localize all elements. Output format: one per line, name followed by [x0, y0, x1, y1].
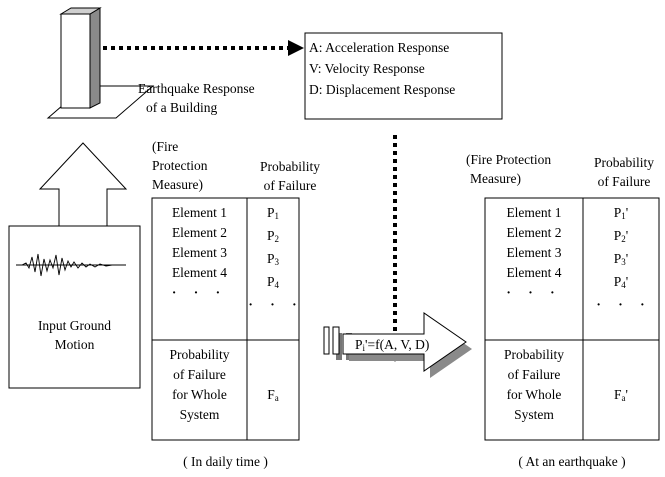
left-heading-measure-line3: Measure): [152, 177, 203, 192]
left-system-label: Probability of Failure for Whole System: [152, 345, 247, 425]
left-table: [151, 197, 300, 441]
left-heading-measure-line1: (Fire: [152, 139, 179, 154]
right-heading-measure-line1: (Fire Protection: [466, 152, 552, 167]
right-caption: ( At an earthquake ): [518, 454, 626, 469]
left-element-4: Element 4: [171, 265, 228, 280]
left-element-3: Element 3: [171, 245, 228, 260]
velocity-response: V: Velocity Response: [309, 61, 425, 76]
left-elements: Element 1 Element 2 Element 3 Element 4 …: [152, 203, 247, 303]
left-system-line2: of Failure: [173, 367, 226, 382]
right-element-2: Element 2: [506, 225, 562, 240]
left-system-line1: Probability: [169, 347, 230, 362]
acceleration-response: A: Acceleration Response: [309, 40, 450, 55]
left-system-value: Fa: [267, 387, 279, 403]
right-elements: Element 1 Element 2 Element 3 Element 4 …: [485, 203, 583, 303]
right-system-line4: System: [514, 407, 554, 422]
left-system-line4: System: [179, 407, 220, 422]
right-prob-4: P4': [613, 274, 629, 290]
right-heading-prob-line2: of Failure: [597, 174, 651, 189]
building-caption-line2: of a Building: [146, 100, 218, 115]
left-probs: P1 P2 P3 P4 · · ·: [247, 203, 299, 315]
building-caption: Earthquake Response of a Building: [138, 79, 255, 117]
left-heading-measure: (Fire Protection Measure): [152, 137, 208, 194]
right-heading-prob: Probability of Failure: [584, 153, 664, 191]
left-probs-ellipsis: · · ·: [248, 297, 304, 312]
left-element-1: Element 1: [171, 205, 228, 220]
right-heading-measure: (Fire Protection Measure): [466, 150, 551, 188]
response-box: [304, 32, 503, 120]
building-front: [60, 13, 91, 109]
arrow-bar-2: [332, 326, 340, 355]
ground-motion-line2: Motion: [54, 337, 95, 352]
left-elements-ellipsis: · · ·: [171, 285, 228, 300]
right-system-line2: of Failure: [507, 367, 561, 382]
right-probs-ellipsis: · · ·: [596, 297, 652, 312]
right-probs: P1' P2' P3' P4' · · ·: [583, 203, 659, 315]
ground-motion-label: Input Ground Motion: [9, 316, 140, 354]
left-heading-prob-line2: of Failure: [263, 178, 317, 193]
building-side: [89, 7, 101, 109]
ground-motion-line1: Input Ground: [37, 318, 112, 333]
arrowhead-right-icon: [288, 40, 304, 56]
left-heading-measure-line2: Protection: [152, 158, 208, 173]
arrow-formula: Pi'=f(A, V, D): [355, 337, 430, 353]
response-list: A: Acceleration Response V: Velocity Res…: [309, 37, 455, 100]
left-heading-prob-line1: Probability: [260, 159, 320, 174]
up-arrow-icon: [38, 142, 128, 227]
left-element-2: Element 2: [171, 225, 228, 240]
left-heading-prob: Probability of Failure: [248, 157, 332, 195]
arrow-bar-1: [323, 326, 330, 355]
displacement-response: D: Displacement Response: [309, 82, 456, 97]
ground-motion-box: [8, 225, 141, 389]
right-element-3: Element 3: [506, 245, 562, 260]
right-table: [484, 197, 660, 441]
left-system-line3: for Whole: [172, 387, 227, 402]
right-prob-3: P3': [613, 251, 629, 267]
seismogram-trace: [21, 253, 122, 277]
left-prob-1: P1: [266, 205, 279, 221]
left-prob-2: P2: [266, 228, 279, 244]
right-prob-1: P1': [613, 205, 629, 221]
right-system-value: Fa': [614, 387, 628, 403]
right-element-4: Element 4: [506, 265, 562, 280]
left-prob-4: P4: [266, 274, 279, 290]
left-prob-3: P3: [266, 251, 279, 267]
right-prob-2: P2': [613, 228, 629, 244]
right-element-1: Element 1: [506, 205, 562, 220]
right-elements-ellipsis: · · ·: [506, 285, 562, 300]
building-caption-line1: Earthquake Response: [138, 81, 255, 96]
left-caption: ( In daily time ): [183, 454, 268, 469]
right-heading-prob-line1: Probability: [594, 155, 654, 170]
right-system-line3: for Whole: [506, 387, 562, 402]
right-heading-measure-line2: Measure): [470, 171, 521, 186]
right-system-line1: Probability: [504, 347, 564, 362]
right-system-label: Probability of Failure for Whole System: [485, 345, 583, 425]
big-arrow: [342, 312, 467, 372]
